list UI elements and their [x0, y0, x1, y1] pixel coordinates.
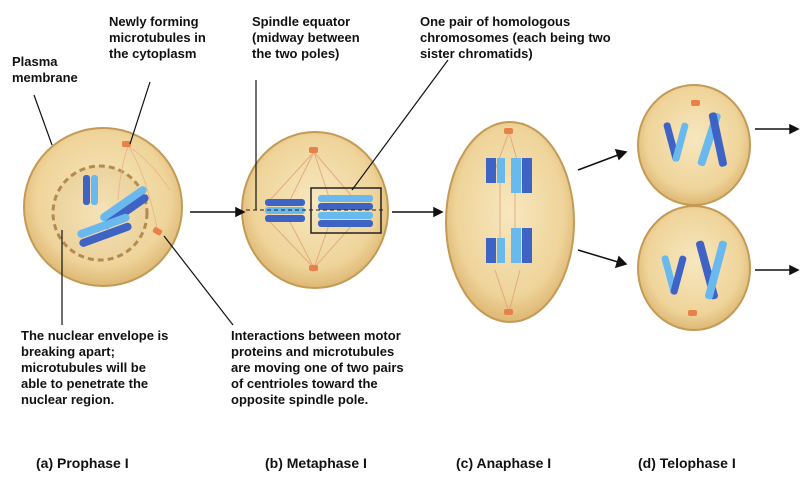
label-motor-proteins: Interactions between motor proteins and …: [231, 328, 404, 408]
stage-title-telophase: (d) Telophase I: [638, 455, 736, 471]
anaphase-cell: [446, 122, 574, 322]
label-new-microtubules: Newly forming microtubules in the cytopl…: [109, 14, 206, 62]
label-spindle-equator: Spindle equator (midway between the two …: [252, 14, 360, 62]
prophase-cell: [24, 128, 182, 286]
stage-title-prophase: (a) Prophase I: [36, 455, 129, 471]
stage-title-metaphase: (b) Metaphase I: [265, 455, 367, 471]
label-homologous-pair: One pair of homologous chromosomes (each…: [420, 14, 611, 62]
metaphase-cell: [242, 132, 388, 288]
label-plasma-membrane: Plasma membrane: [12, 54, 78, 86]
telophase-cell: [638, 85, 750, 330]
nuclear-envelope: [53, 166, 147, 260]
label-nuclear-envelope: The nuclear envelope is breaking apart; …: [21, 328, 168, 408]
stage-title-anaphase: (c) Anaphase I: [456, 455, 551, 471]
